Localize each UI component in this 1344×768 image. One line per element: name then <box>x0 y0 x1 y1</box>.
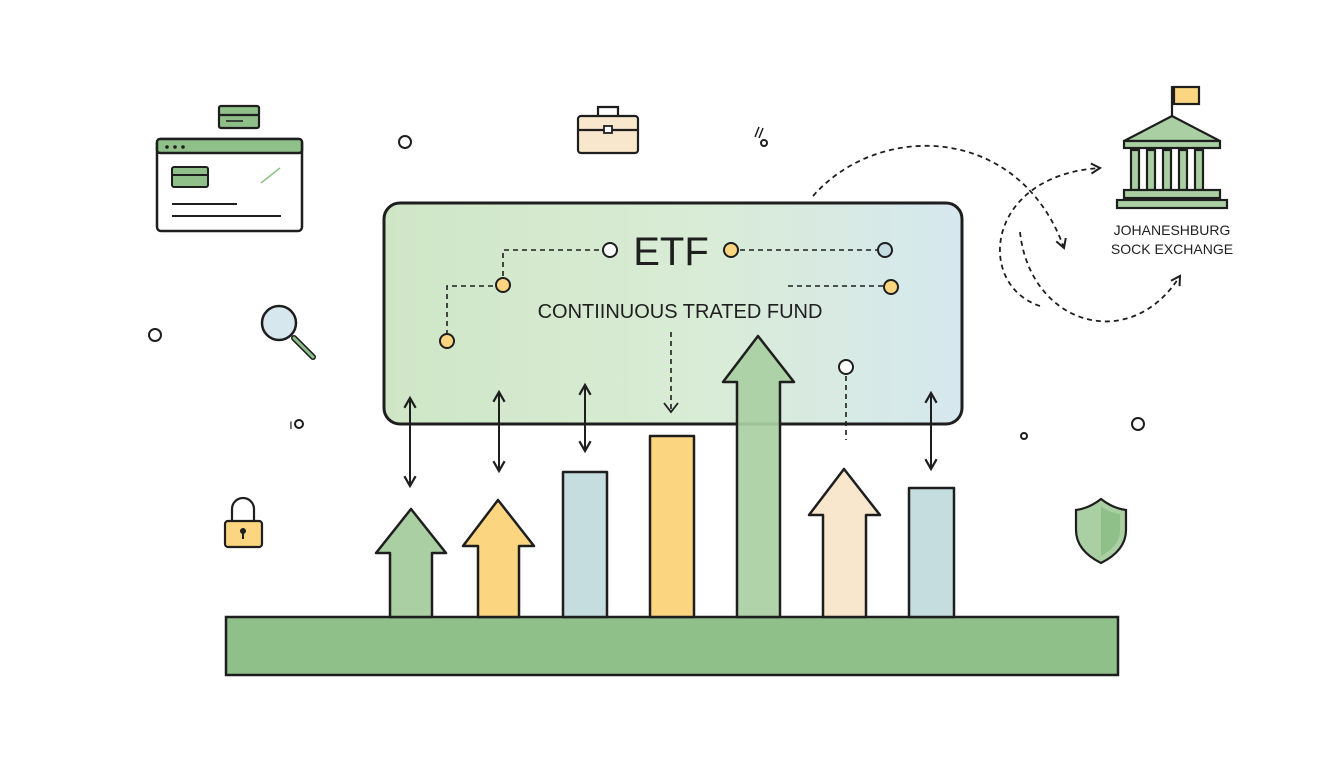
decor-circle <box>148 328 162 342</box>
node <box>838 359 854 375</box>
decor-circle <box>398 135 412 149</box>
exchange-name-line2: SOCK EXCHANGE <box>1111 241 1233 257</box>
yellow-bar <box>648 434 696 619</box>
down-arrowhead <box>663 402 679 414</box>
decor-circle <box>1131 417 1145 431</box>
base-platform <box>224 615 1120 677</box>
node <box>883 279 899 295</box>
tall-green-up-arrow <box>721 334 796 619</box>
decorative-dots <box>148 135 1145 440</box>
yellow-up-arrow <box>461 498 536 619</box>
node <box>877 242 893 258</box>
bars <box>374 334 956 619</box>
decor-circle <box>294 419 304 429</box>
exchange-flow-arrows <box>812 145 1182 323</box>
credit-card-icon <box>217 104 261 130</box>
briefcase-icon <box>576 105 640 155</box>
node <box>439 333 455 349</box>
green-up-arrow <box>374 507 448 619</box>
etf-title: ETF <box>633 230 709 274</box>
node <box>602 242 618 258</box>
panel-connectors <box>446 249 883 440</box>
browser-window-icon <box>155 137 304 233</box>
cream-up-arrow <box>807 467 882 619</box>
node <box>723 242 739 258</box>
padlock-icon <box>223 496 264 549</box>
etf-panel <box>382 201 964 426</box>
bidirectional-arrows <box>403 382 938 489</box>
small-glyph: ı <box>289 416 293 432</box>
light-blue-bar <box>907 486 956 619</box>
panel-nodes <box>439 242 899 375</box>
flag-icon <box>1172 85 1201 106</box>
blue-bar <box>561 470 609 619</box>
magnifier-icon <box>260 304 316 360</box>
etf-subtitle: CONTIINUOUS TRATED FUND <box>538 301 823 323</box>
decor-circle <box>1020 432 1028 440</box>
decor-circle <box>760 139 768 147</box>
node <box>495 277 511 293</box>
shield-icon <box>1074 497 1128 565</box>
stock-exchange-building-icon <box>1115 85 1229 210</box>
decorative-ticks <box>754 126 764 139</box>
exchange-name-line1: JOHANESHBURG <box>1114 222 1231 238</box>
